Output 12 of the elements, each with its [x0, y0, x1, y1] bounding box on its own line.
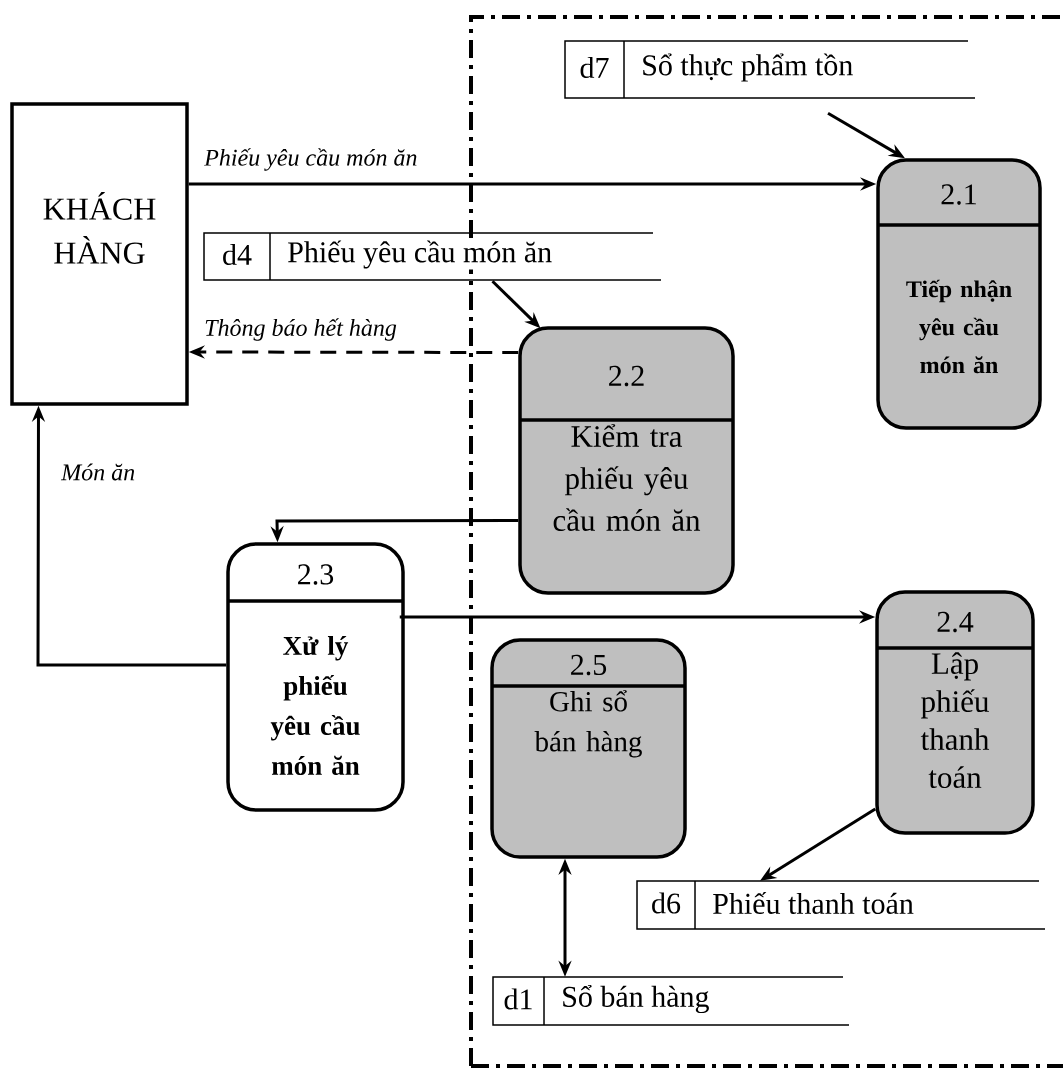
process-box: 2.4 Lập phiếu thanh toán — [875, 590, 1035, 835]
data-store: d1 Sổ bán hàng — [492, 976, 850, 1026]
edge-label: Phiếu yêu cầu món ăn — [203, 147, 419, 172]
edge-label: Thông báo hết hàng — [203, 317, 398, 342]
data-store: d6 Phiếu thanh toán — [636, 880, 1046, 930]
process-box: 2.1 Tiếp nhận yêu cầu món ăn — [876, 158, 1042, 430]
data-store: d7 Sổ thực phẩm tồn — [564, 40, 976, 99]
entity-box: KHÁCH HÀNG — [10, 102, 189, 406]
process-box: 2.5 Ghi sổ bán hàng — [490, 638, 687, 859]
process-box: 2.2 Kiểm tra phiếu yêu cầu món ăn — [518, 326, 735, 595]
edge-label: Món ăn — [60, 462, 137, 482]
process-box: 2.3 Xử lý phiếu yêu cầu món ăn — [226, 542, 405, 812]
